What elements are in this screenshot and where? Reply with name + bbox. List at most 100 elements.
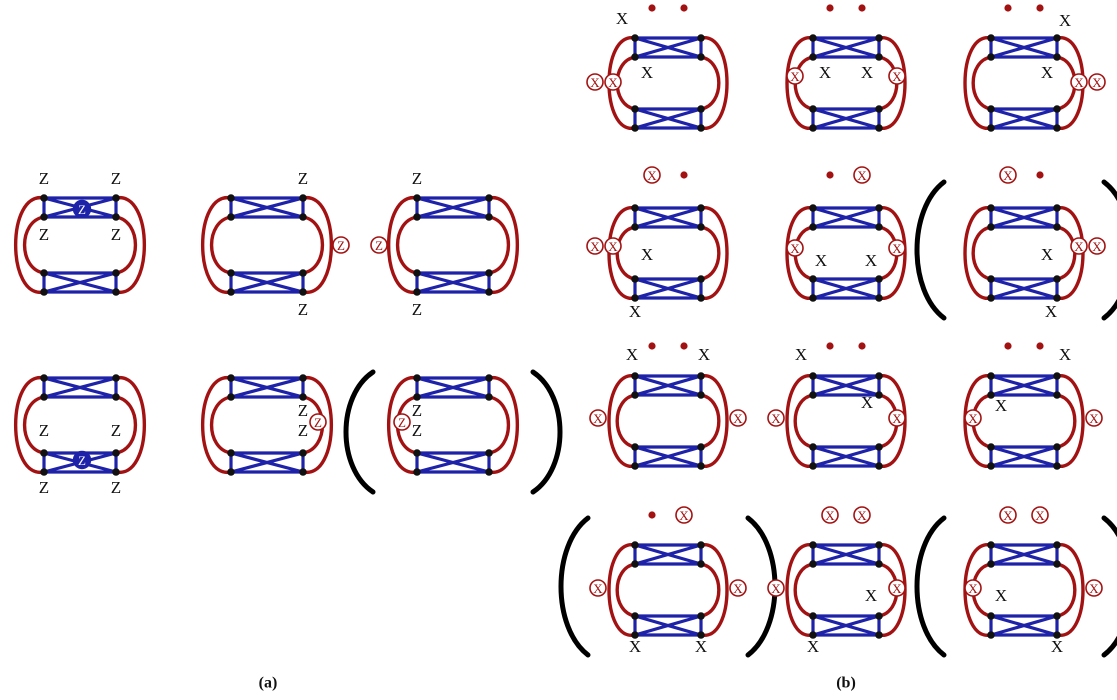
fermion-line-outer-left (386, 376, 419, 474)
red-circled-label: X (589, 579, 607, 597)
circle-outline (853, 506, 871, 524)
plaquette-cross (633, 36, 703, 59)
fermion-line-inner-left (615, 393, 637, 449)
vertex (875, 124, 883, 132)
vertex (809, 443, 817, 451)
vertex (875, 34, 883, 42)
fermion-line-inner-left (210, 215, 233, 275)
vertex (875, 53, 883, 61)
fermion-line-outer-left (963, 206, 993, 300)
vertex (413, 374, 421, 382)
fermion-line-inner-right (1055, 562, 1077, 618)
vertex (987, 34, 995, 42)
circle-text: X (968, 411, 978, 426)
vertex (987, 275, 995, 283)
circle-text: X (857, 168, 867, 183)
plaquette-bottom (415, 271, 491, 294)
vertex (987, 372, 995, 380)
x-label: X (807, 637, 819, 656)
plaquette-top (989, 36, 1059, 59)
plaquette-top (229, 376, 305, 399)
blue-circled-label: Z (72, 199, 92, 219)
vertex (485, 468, 493, 476)
plaquette-cross (633, 107, 703, 130)
vertex (987, 612, 995, 620)
red-dot (648, 511, 656, 519)
plaquette-cross (989, 445, 1059, 468)
red-circled-label: Z (309, 413, 327, 431)
circle-text: Z (375, 238, 383, 253)
x-label: X (629, 637, 641, 656)
z-label: Z (39, 169, 49, 188)
circle-outline (729, 409, 747, 427)
red-circled-label: X (729, 579, 747, 597)
vertex (227, 449, 235, 457)
plaquette-cross (42, 271, 118, 294)
plaquette-cross (989, 206, 1059, 229)
circle-text: X (892, 241, 902, 256)
red-dot (858, 342, 866, 350)
circle-outline (999, 166, 1017, 184)
vertex (875, 443, 883, 451)
vertex (1053, 275, 1061, 283)
vertex (112, 269, 120, 277)
fermion-line-outer-left (200, 196, 233, 294)
vertex (227, 374, 235, 382)
vertex (697, 541, 705, 549)
vertex (40, 393, 48, 401)
circle-text: X (608, 239, 618, 254)
circle-text: X (733, 411, 743, 426)
vertex (485, 288, 493, 296)
vertex (1053, 391, 1061, 399)
plaquette-bottom (633, 445, 703, 468)
red-circled-label: X (1088, 237, 1106, 255)
circle-text: Z (78, 453, 86, 468)
vertex (112, 374, 120, 382)
red-dot (858, 4, 866, 12)
bracket-left (914, 515, 947, 658)
x-label: X (995, 396, 1007, 415)
vertex (809, 294, 817, 302)
vertex (40, 213, 48, 221)
vertex (227, 288, 235, 296)
x-label: X (695, 637, 707, 656)
circle-text: X (1092, 239, 1102, 254)
circle-text: X (1035, 508, 1045, 523)
vertex (875, 105, 883, 113)
vertex (697, 294, 705, 302)
vertex (987, 631, 995, 639)
plaquette-cross (229, 451, 305, 474)
circle-text: X (679, 508, 689, 523)
circle-outline (821, 506, 839, 524)
circle-outline (1085, 579, 1103, 597)
vertex (987, 462, 995, 470)
circle-outline (767, 409, 785, 427)
plaquette-bottom (989, 277, 1059, 300)
fermion-line-inner-right (699, 55, 721, 111)
vertex (697, 391, 705, 399)
vertex (485, 213, 493, 221)
red-dot (826, 4, 834, 12)
fermion-line-outer-right (877, 206, 907, 300)
red-circled-label: X (999, 506, 1017, 524)
diagram-a3: ZZZ (370, 169, 520, 319)
bracket-left (558, 515, 591, 658)
vertex (987, 391, 995, 399)
plaquette-bottom (989, 445, 1059, 468)
bracket-pair (914, 515, 1117, 658)
circle-text: X (968, 581, 978, 596)
vertex (112, 213, 120, 221)
plaquette-bottom (415, 451, 491, 474)
z-label: Z (412, 169, 422, 188)
fermion-line-inner-left (971, 225, 993, 281)
plaquette-top (415, 196, 491, 219)
circle-outline (1088, 73, 1106, 91)
vertex (413, 288, 421, 296)
vertex (809, 275, 817, 283)
vertex (987, 124, 995, 132)
